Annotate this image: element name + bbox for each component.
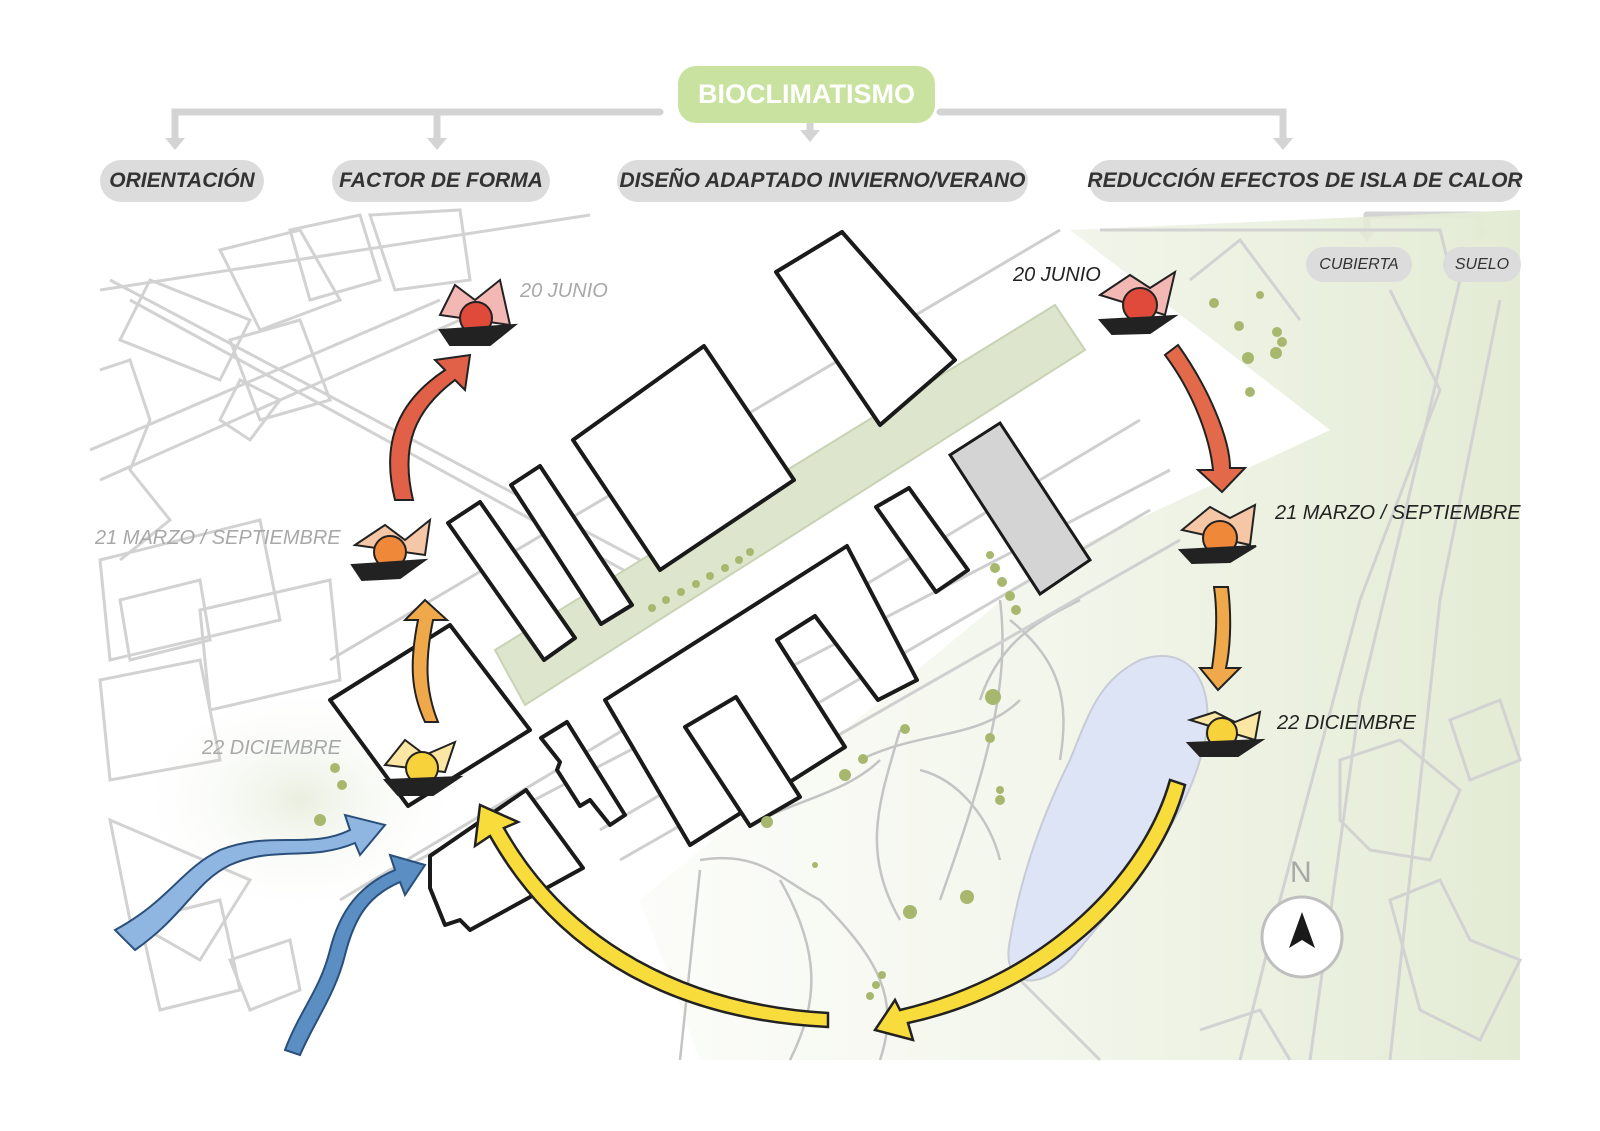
arrow-december-to-march — [402, 598, 450, 723]
building-b — [571, 344, 796, 572]
wind-arrows — [113, 813, 427, 1057]
building-g — [874, 486, 970, 594]
label-march-right: 21 MARZO / SEPTIEMBRE — [1275, 502, 1521, 524]
compass-north-label: N — [1290, 856, 1312, 889]
sun-icon-march-left — [350, 517, 432, 582]
arc-winter-right — [872, 778, 1187, 1042]
label-march-left: 21 MARZO / SEPTIEMBRE — [95, 527, 341, 549]
sun-icon-june-right — [1097, 269, 1179, 336]
label-december-right: 22 DICIEMBRE — [1277, 712, 1416, 734]
building-c — [509, 464, 634, 626]
arc-winter-left — [473, 803, 830, 1029]
sun-icon-june-left — [438, 278, 519, 346]
subcategory-cubierta: CUBIERTA — [1306, 247, 1412, 282]
building-d — [446, 500, 577, 662]
label-december-left: 22 DICIEMBRE — [202, 737, 341, 759]
sun-icon-march-right — [1177, 503, 1257, 565]
sun-arrows-left — [389, 353, 472, 723]
category-reduccion-isla-calor: REDUCCIÓN EFECTOS DE ISLA DE CALOR — [1087, 160, 1523, 202]
wind-arrow-lower — [283, 853, 427, 1057]
park-area — [640, 210, 1520, 1060]
subcategory-suelo: SUELO — [1443, 247, 1521, 282]
sun-icons — [350, 269, 1266, 796]
building-f-court — [683, 695, 802, 828]
green-boulevard — [493, 303, 1087, 707]
label-june-right: 20 JUNIO — [1013, 264, 1101, 286]
arrow-june-to-march — [1163, 343, 1248, 494]
wind-arrow-upper — [113, 813, 387, 952]
category-factor-de-forma: FACTOR DE FORMA — [332, 160, 550, 202]
arrow-march-to-june — [389, 353, 472, 501]
category-orientacion: ORIENTACIÓN — [100, 160, 264, 202]
compass-icon — [1260, 895, 1344, 979]
building-h — [539, 720, 627, 827]
sun-icon-december-left — [382, 738, 464, 796]
yellow-arcs — [473, 778, 1187, 1042]
sun-icon-december-right — [1185, 710, 1266, 757]
trees — [314, 291, 1287, 1000]
category-diseno-adaptado: DISEÑO ADAPTADO INVIERNO/VERANO — [617, 160, 1028, 202]
grey-building — [947, 420, 1093, 597]
title-badge: BIOCLIMATISMO — [678, 66, 935, 123]
label-june-left: 20 JUNIO — [520, 280, 608, 302]
arrow-march-to-december — [1197, 586, 1243, 692]
building-a — [774, 230, 957, 427]
sun-arrows-right — [1163, 343, 1248, 692]
